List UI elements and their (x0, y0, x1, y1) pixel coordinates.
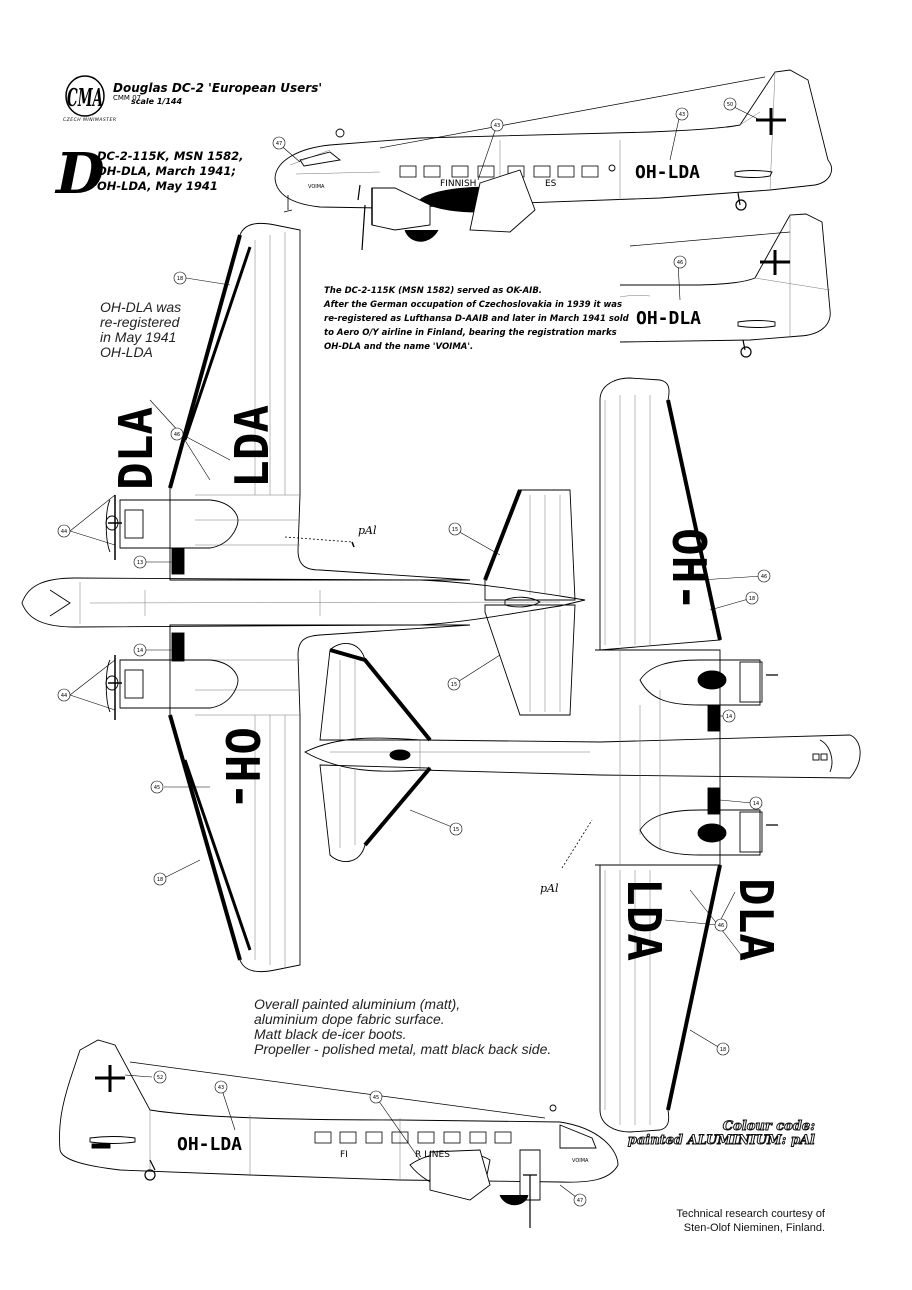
credit-line: Technical research courtesy of (676, 1208, 825, 1220)
callout-label: 46 (677, 260, 683, 266)
paint-note-line: Matt black de-icer boots. (254, 1026, 407, 1042)
registration-markings: OH-LDA OH-DLA OH-LDA FINNISH ES FI R LIN… (109, 162, 783, 1164)
paint-note-line: aluminium dope fabric surface. (254, 1011, 445, 1027)
callout-label: 43 (218, 1085, 224, 1091)
colour-code-title: Colour code: (722, 1119, 815, 1134)
callout-label: 44 (61, 693, 67, 699)
paint-label-bottom: pAl (540, 882, 559, 895)
callout-labels: 47 43 43 50 46 18 46 44 13 14 15 15 44 4… (61, 102, 767, 1204)
wing-lower-right-old-reg: DLA (729, 878, 783, 961)
airline-title-bottom-a: FI (340, 1150, 348, 1160)
callout-label: 52 (157, 1075, 163, 1081)
research-credit: Technical research courtesy of Sten-Olof… (600, 1207, 825, 1235)
paint-notes: Overall painted aluminium (matt), alumin… (254, 997, 551, 1057)
aircraft-name-bottom: VOIMA (572, 1158, 589, 1164)
credit-line: Sten-Olof Nieminen, Finland. (683, 1222, 825, 1234)
airline-title-top: FINNISH (440, 179, 476, 189)
callout-label: 14 (753, 801, 759, 807)
callout-label: 47 (276, 141, 282, 147)
paint-label-top: pAl (358, 524, 377, 537)
history-line: The DC-2-115K (MSN 1582) served as OK-AI… (324, 286, 543, 296)
callout-label: 43 (679, 112, 685, 118)
note-line: re-registered (100, 314, 180, 330)
sheet-title: Douglas DC-2 'European Users' (113, 81, 323, 95)
callout-label: 45 (154, 785, 160, 791)
wing-lower-right-new-reg: LDA (617, 878, 671, 961)
scale-label: scale 1/144 (131, 97, 183, 106)
reregistration-note: OH-DLA was re-registered in May 1941 OH-… (100, 300, 181, 360)
callout-label: 15 (452, 527, 458, 533)
callout-label: 46 (761, 574, 767, 580)
wing-upper-right-reg: OH- (662, 528, 716, 611)
callout-label: 18 (749, 596, 755, 602)
history-line: OH-DLA and the name 'VOIMA'. (324, 342, 474, 352)
top-plan-view (21, 222, 586, 973)
callout-label: 13 (137, 560, 143, 566)
note-line: OH-DLA was (100, 299, 182, 315)
airline-title-top-end: ES (545, 179, 557, 189)
callout-label: 50 (727, 102, 733, 108)
variant-line: OH-DLA, March 1941; (97, 164, 237, 178)
aircraft-name-top: VOIMA (308, 184, 325, 190)
history-line: to Aero O/Y airline in Finland, bearing … (324, 328, 617, 338)
fuselage-registration-top: OH-LDA (635, 162, 700, 183)
callout-label: 15 (451, 682, 457, 688)
callout-label: 18 (157, 877, 163, 883)
callout-markers (57, 97, 771, 1207)
history-text: The DC-2-115K (MSN 1582) served as OK-AI… (324, 284, 629, 354)
wing-upper-left-old-reg: DLA (109, 407, 163, 490)
door-code-top: LDA (494, 188, 513, 217)
cma-logo: CMA (65, 75, 105, 117)
callout-label: 14 (726, 714, 732, 720)
variant-line: DC-2-115K, MSN 1582, (97, 149, 244, 163)
fuselage-registration-inset: OH-DLA (636, 308, 701, 329)
colour-code: Colour code: painted ALUMINIUM: pAl (620, 1119, 815, 1148)
history-line: After the German occupation of Czechoslo… (324, 300, 623, 310)
callout-label: 47 (577, 1198, 583, 1204)
variant-line: OH-LDA, May 1941 (97, 179, 218, 193)
callout-label: 43 (494, 123, 500, 129)
wing-upper-left-new-reg: LDA (225, 405, 279, 488)
callout-label: 46 (718, 923, 724, 929)
callout-label: 46 (174, 432, 180, 438)
colour-code-entry: painted ALUMINIUM: pAl (627, 1133, 815, 1148)
wing-lower-left-reg: OH- (215, 727, 269, 810)
fuselage-registration-bottom: OH-LDA (177, 1134, 242, 1155)
history-line: re-registered as Lufthansa D-AAIB and la… (324, 314, 629, 324)
paint-note-line: Overall painted aluminium (matt), (254, 996, 461, 1012)
note-line: in May 1941 (100, 329, 177, 345)
callout-label: 18 (177, 276, 183, 282)
kit-code: CMM 07 (113, 94, 142, 102)
callout-label: 45 (373, 1095, 379, 1101)
side-view-top (274, 69, 832, 251)
bottom-plan-view (304, 377, 861, 1133)
callout-label: 14 (137, 648, 143, 654)
callout-label: 18 (720, 1047, 726, 1053)
paint-note-line: Propeller - polished metal, matt black b… (254, 1041, 552, 1057)
variant-letter: D (56, 141, 105, 207)
callout-label: 44 (61, 529, 67, 535)
tail-detail-inset (619, 213, 831, 358)
logo-letters: CMA (67, 83, 103, 112)
airline-title-bottom-b: R LINES (415, 1150, 450, 1160)
side-view-bottom (59, 1039, 619, 1228)
callout-label: 15 (453, 827, 459, 833)
logo-subtitle: CZECH MINIMASTER (63, 118, 117, 123)
note-line: OH-LDA (100, 344, 153, 360)
